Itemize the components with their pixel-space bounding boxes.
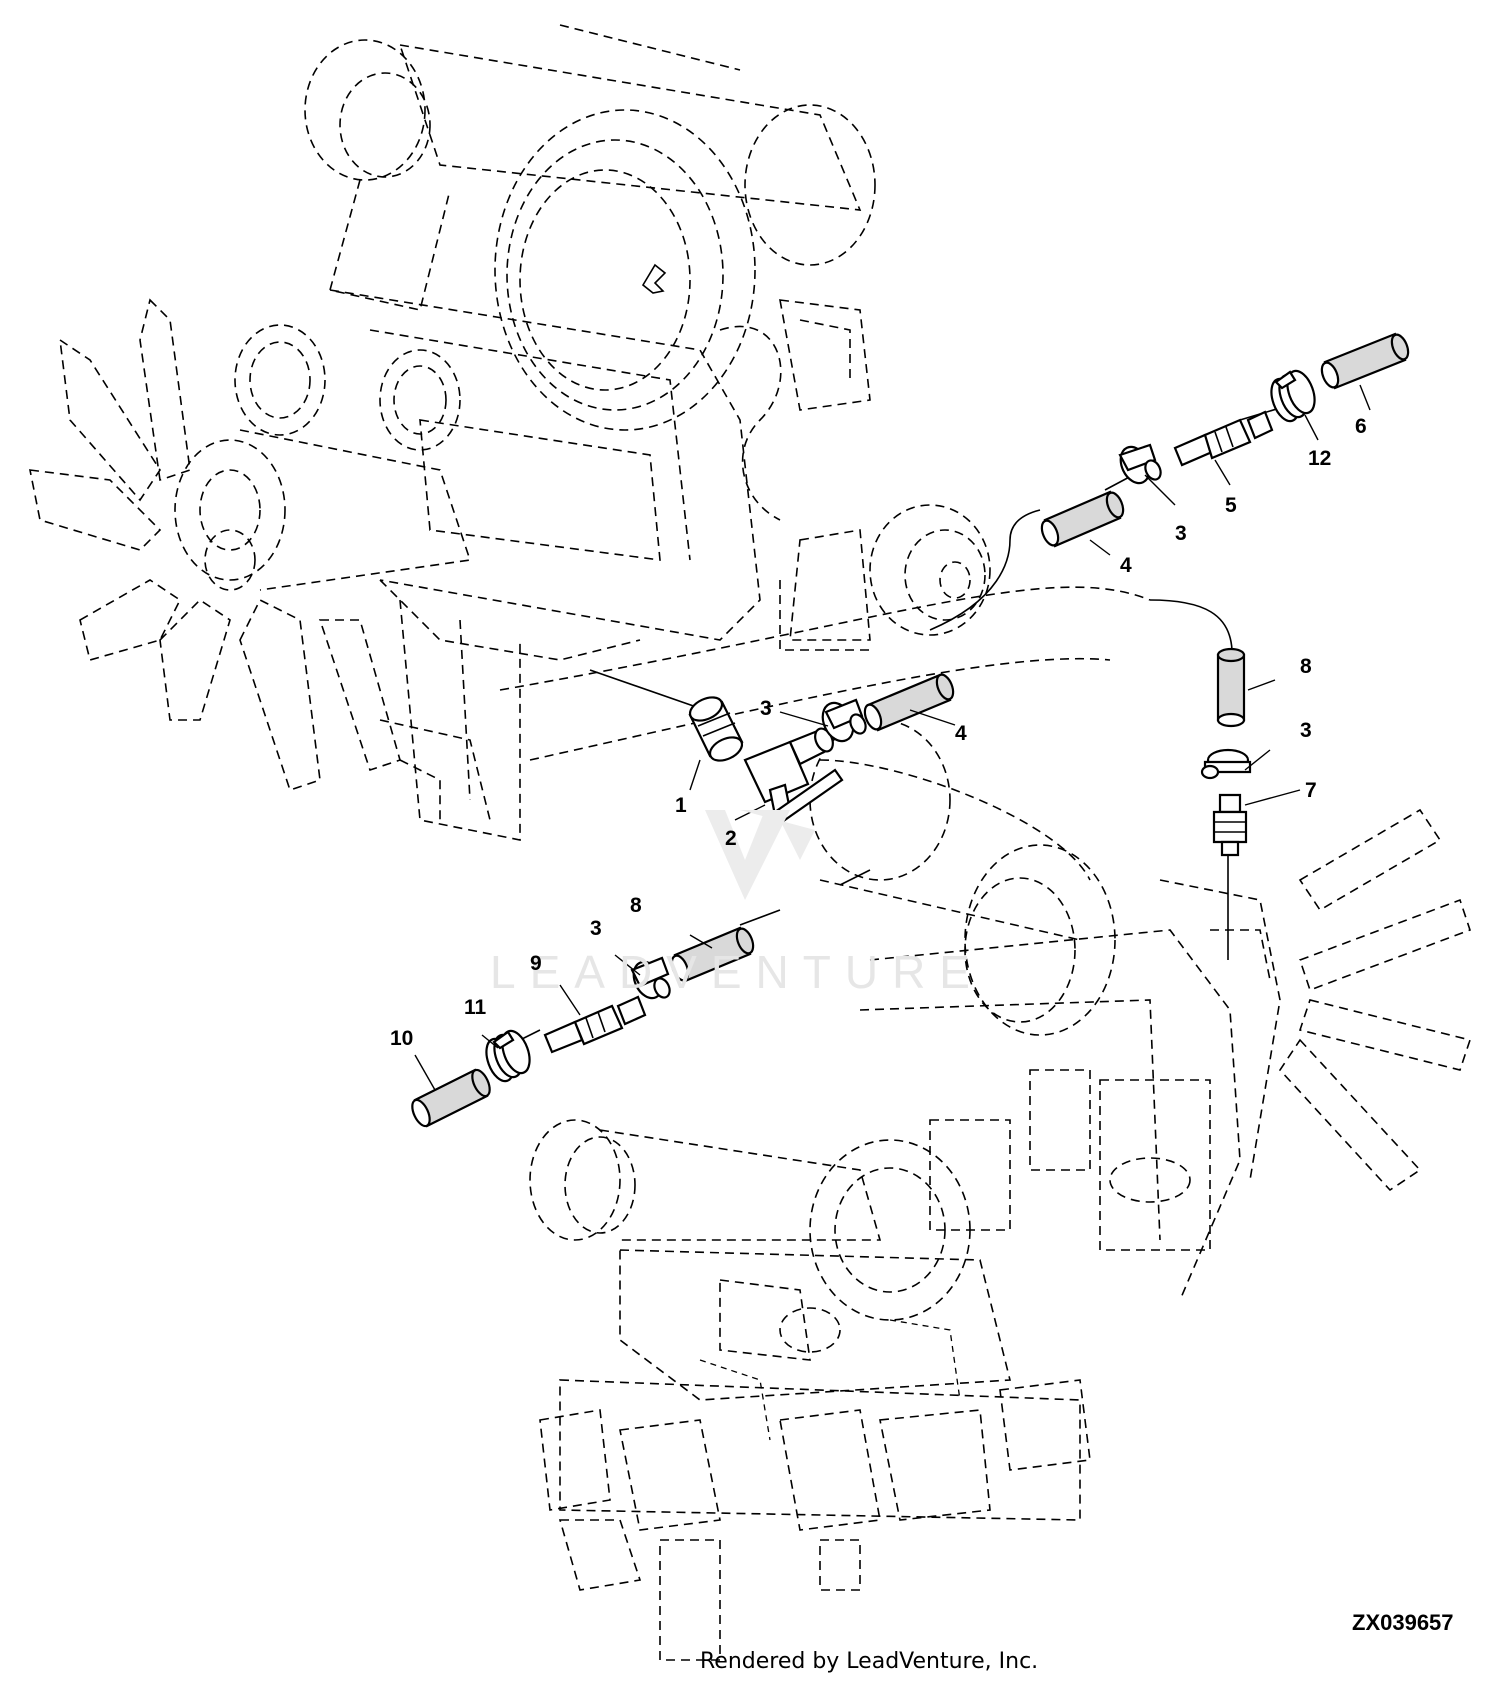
part-7-fitting [1212,793,1248,857]
part-6-hose [1320,332,1410,390]
part-8-hose-lower [670,926,755,983]
callout-12: 12 [1308,447,1331,470]
part-1-fitting [688,696,744,762]
watermark-logo [705,810,815,900]
watermark-text: LEADVENTURE [490,946,984,998]
callout-3b: 3 [1175,522,1187,545]
part-5-connector [1173,410,1274,467]
part-8-hose-vertical [1216,647,1246,728]
callout-3a: 3 [760,697,772,720]
routing-lines [519,359,1391,1041]
callout-4a: 4 [955,722,967,745]
part-11-spring-clamp [485,1029,531,1083]
callout-5: 5 [1225,494,1237,517]
callout-6: 6 [1355,415,1367,438]
part-2-drain-valve [743,727,844,824]
lower-engine-phantom [529,719,1472,1661]
part-3-clamp-d [630,956,671,1000]
callout-3c: 3 [1300,719,1312,742]
part-3-clamp-b [1118,443,1162,485]
part-3-clamp-c [1200,748,1252,780]
callout-2: 2 [725,827,737,850]
part-10-hose [411,1068,491,1128]
callout-3d: 3 [590,917,602,940]
callout-4b: 4 [1120,554,1132,577]
part-12-spring-clamp [1270,369,1316,423]
callout-8a: 8 [1300,655,1312,678]
callout-11: 11 [464,996,487,1019]
callout-9: 9 [530,952,542,975]
callout-1: 1 [675,794,687,817]
upper-engine-phantom [28,24,1151,841]
callouts: 1 2 3 4 4 3 5 12 6 8 3 7 8 3 9 11 10 [390,415,1367,1050]
callout-10: 10 [390,1027,413,1050]
callout-7: 7 [1305,779,1317,802]
part-9-connector [543,995,647,1054]
drawing-number: ZX039657 [1352,1610,1454,1635]
part-3-clamp-a [821,698,867,743]
part-4-hose-a [863,673,955,732]
footer-credit: Rendered by LeadVenture, Inc. [700,1649,1038,1674]
callout-8b: 8 [630,894,642,917]
part-4-hose-b [1040,490,1125,548]
